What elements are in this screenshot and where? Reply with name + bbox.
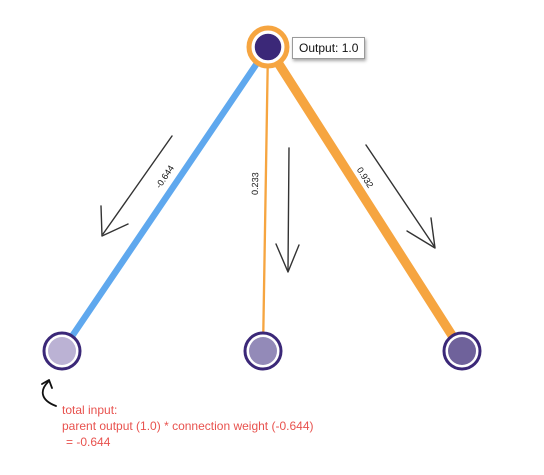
- hand-drawn-arrows: [41, 135, 436, 407]
- child-node-middle[interactable]: [249, 337, 277, 365]
- pencil-arrowhead-middle: [275, 243, 300, 273]
- pencil-arrowhead-left: [100, 205, 129, 237]
- annotation-line-3: = -0.644: [66, 435, 111, 449]
- pencil-arrow-middle: [287, 147, 290, 271]
- annotation-line-2: parent output (1.0) * connection weight …: [62, 419, 314, 433]
- connection-right[interactable]: [263, 42, 467, 356]
- total-input-annotation: total input: parent output (1.0) * conne…: [62, 402, 313, 450]
- child-node-right[interactable]: [448, 337, 476, 365]
- pencil-curved-arrow: [41, 381, 57, 407]
- pencil-arrowhead-right: [406, 217, 436, 249]
- connection-left[interactable]: [58, 43, 272, 355]
- connection-middle[interactable]: [261, 45, 270, 353]
- pencil-arrow-right: [365, 144, 435, 247]
- pencil-arrow-left: [102, 135, 173, 235]
- output-node[interactable]: [253, 32, 283, 62]
- pencil-curved-arrowhead: [41, 379, 53, 389]
- child-node-left[interactable]: [48, 337, 76, 365]
- connection-middle-weight-label: 0.233: [250, 172, 260, 195]
- annotation-line-1: total input:: [62, 403, 118, 417]
- output-tooltip: Output: 1.0: [292, 37, 366, 59]
